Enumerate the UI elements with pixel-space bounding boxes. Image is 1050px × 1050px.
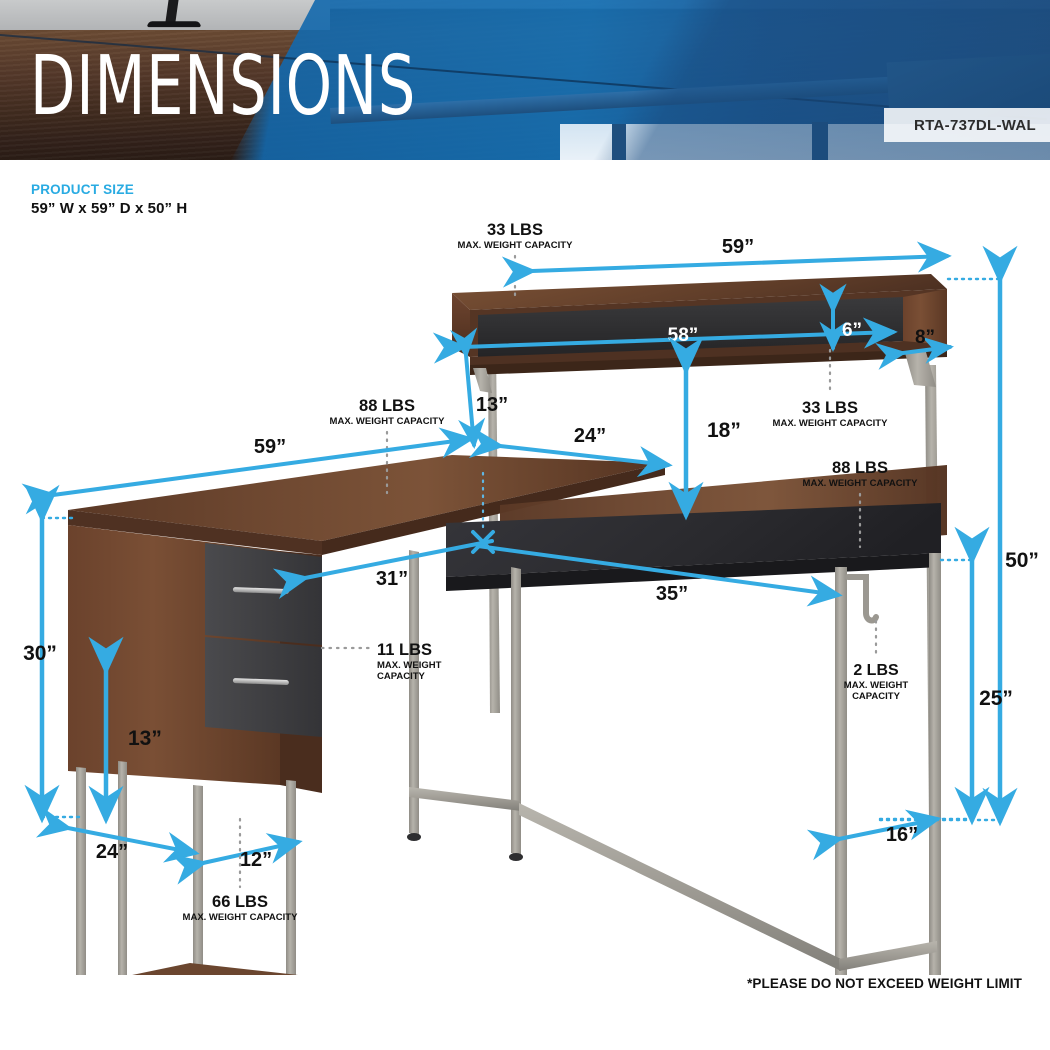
dim-base-depth: 12” [170,833,303,885]
callout-value: 88 LBS [359,397,415,415]
dim-label: 16” [886,824,918,846]
dim-label: 12” [240,849,272,871]
right-leg-front [835,567,847,975]
center-stretcher [409,787,521,811]
hero-banner: DIMENSIONS RTA-737DL-WAL [0,0,1050,160]
dim-base-width: 24” [35,806,200,863]
callout-value: 2 LBS [853,662,899,679]
right-leg-back [929,553,941,975]
dim-line [170,833,303,885]
callout-right-desktop: 88 LBS MAX. WEIGHT CAPACITY [803,459,919,549]
center-leg-back [511,567,521,855]
callout-value: 88 LBS [832,459,888,477]
right-stretcher-back [839,941,937,971]
callout-value: 33 LBS [802,399,858,417]
dim-label: 58” [668,325,699,346]
dim-left-desk-run: 31” [272,539,494,600]
callout-drawer: 11 LBS MAX. WEIGHT CAPACITY [320,641,442,682]
dim-line [35,806,200,863]
dim-label: 35” [656,583,688,605]
dim-line [875,336,954,370]
callout-sub: MAX. WEIGHT CAPACITY [330,416,446,427]
left-leg-back-right [286,780,296,975]
callout-sub: MAX. WEIGHT CAPACITY [773,418,889,429]
foot-center-back [509,853,523,861]
dim-label: 59” [722,236,754,258]
dim-line [476,544,843,607]
center-leg-front [409,550,419,835]
dim-label: 24” [96,841,128,863]
dim-label: 30” [23,642,57,665]
dim-line [272,539,494,600]
dim-desk-height-left: 30” [23,484,84,824]
dim-label: 24” [574,425,606,447]
dim-line [501,241,952,288]
dim-label: 25” [979,687,1013,710]
dim-left-desk-depth: 24” [468,425,673,478]
callout-value: 11 LBS [377,641,432,659]
dimensions-diagram: 33 LBS MAX. WEIGHT CAPACITY 59” 58” 6” 8… [0,215,1050,975]
drawer-lower-handle[interactable] [232,678,289,686]
left-leg-front-left [76,767,86,975]
callout-sub-line2: CAPACITY [852,691,901,702]
left-bottom-shelf-surface [132,963,298,975]
dim-label: 13” [476,394,508,416]
dim-right-base-depth: 16” [806,809,942,861]
callout-sub-line1: MAX. WEIGHT [377,660,442,671]
dim-right-desk-width: 35” [476,544,843,607]
callout-hook: 2 LBS MAX. WEIGHT CAPACITY [844,619,909,702]
dim-hutch-inner-height: 6” [819,283,862,353]
dim-label: 50” [1005,549,1039,572]
dim-label: 13” [128,727,162,750]
dim-label: 8” [915,327,935,348]
dim-label: 18” [707,419,741,442]
callout-value: 33 LBS [487,221,543,239]
hutch-right-panel [903,289,947,352]
dim-hutch-to-desk: 18” [668,336,741,521]
callout-sub: MAX. WEIGHT CAPACITY [183,912,299,923]
product-size-value: 59” W x 59” D x 50” H [31,200,188,217]
left-leg-front-right [193,785,203,975]
dim-label: 31” [376,568,408,590]
foot-center-front [407,833,421,841]
dim-shelf-clearance: 13” [88,636,162,825]
dim-label: 6” [842,320,862,341]
callout-bottom-shelf: 66 LBS MAX. WEIGHT CAPACITY [183,817,299,923]
dim-label: 59” [254,436,286,458]
callout-sub: MAX. WEIGHT CAPACITY [803,478,919,489]
dim-hutch-depth: 8” [875,327,954,370]
callout-hutch-shelf: 33 LBS MAX. WEIGHT CAPACITY [773,348,889,429]
right-long-stretcher [519,803,841,971]
drawer-lower[interactable] [205,637,322,737]
right-desktop-edge [446,553,941,591]
left-desktop-back-edge [322,463,665,555]
dim-line [806,809,942,861]
callout-sub-line2: CAPACITY [377,671,426,682]
dim-hutch-outer-width: 59” [501,236,952,288]
furniture-illustration [68,274,947,975]
page-title: DIMENSIONS [30,39,417,134]
left-desktop-edge [68,510,322,555]
dim-line [468,427,673,478]
weight-limit-warning: *PLEASE DO NOT EXCEED WEIGHT LIMIT [747,976,1022,991]
dim-line [21,427,475,515]
callout-value: 66 LBS [212,893,268,911]
dim-left-desk-width: 59” [21,427,475,515]
monitor-stand-foot [146,21,202,28]
callout-sub-line1: MAX. WEIGHT [844,680,909,691]
drawer-upper[interactable] [205,543,322,645]
product-size-label: PRODUCT SIZE [31,182,134,197]
headphone-hook [845,574,879,624]
dimension-annotations: 33 LBS MAX. WEIGHT CAPACITY 59” 58” 6” 8… [21,221,1039,923]
left-leg-back-left [118,761,127,975]
sku-badge: RTA-737DL-WAL [884,108,1050,142]
callout-sub: MAX. WEIGHT CAPACITY [458,240,574,251]
